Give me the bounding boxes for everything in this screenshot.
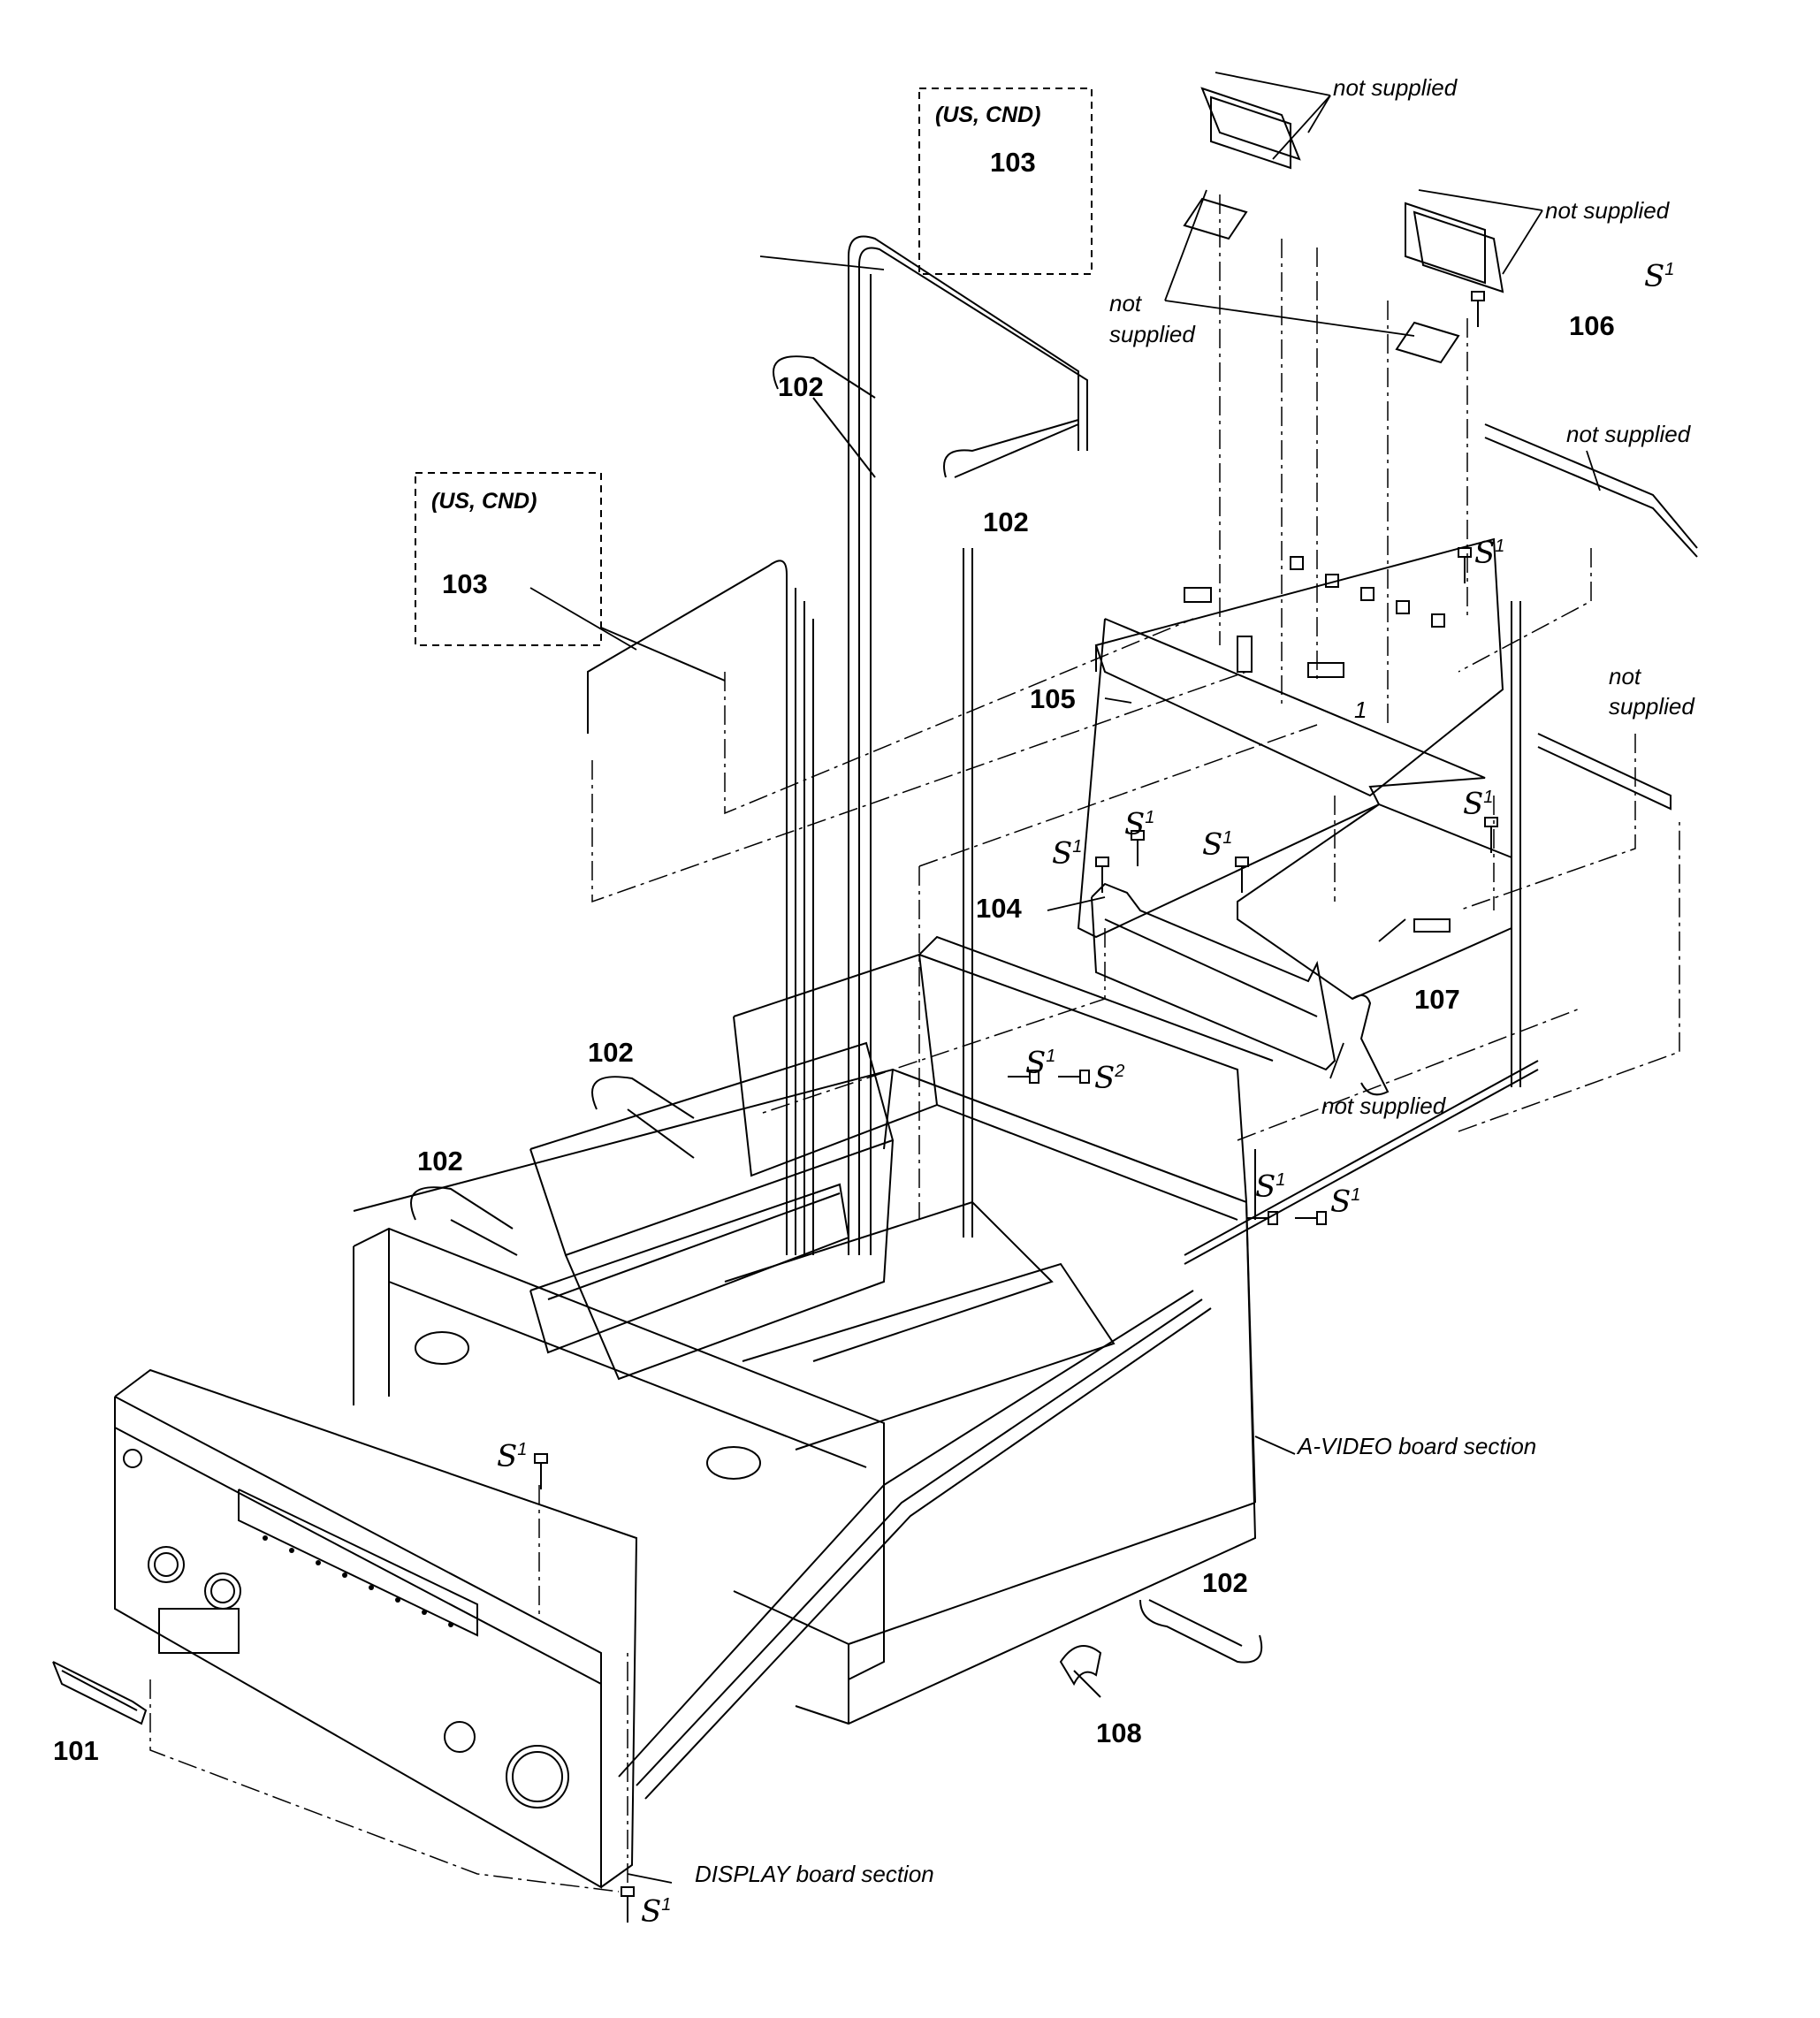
board-105-components: [1184, 556, 1445, 678]
alignment-lines: [149, 194, 1680, 1892]
board-107: [1237, 803, 1512, 1001]
screw-label-s1-c: S1: [1124, 806, 1155, 842]
note-not-supplied-bottom: not supplied: [1321, 1093, 1446, 1119]
a-video-board-section-label: A-VIDEO board section: [1298, 1433, 1537, 1459]
note-not-supplied-heatsink-1: not supplied: [1333, 74, 1458, 101]
note-supplied-1: supplied: [1109, 321, 1195, 347]
screw-label-s1-d: S1: [1052, 835, 1083, 872]
region-label-us-cnd-top: (US, CND): [935, 103, 1041, 127]
part-label-102-d: 102: [417, 1146, 463, 1177]
screw-label-s1-i: S1: [1330, 1184, 1361, 1220]
screws: [534, 291, 1498, 1923]
part-label-103-top: 103: [990, 147, 1036, 178]
part-label-106: 106: [1569, 310, 1615, 341]
part-label-101: 101: [53, 1735, 99, 1766]
note-not-supplied-heatsink-2: not supplied: [1545, 197, 1670, 224]
region-boxes: [415, 88, 1093, 646]
screw-label-s1-f: S1: [1463, 786, 1494, 822]
front-panel: [114, 1368, 638, 1889]
chassis: [353, 935, 1539, 1800]
bracket-104: [1091, 882, 1336, 1071]
note-supplied-2: supplied: [1609, 693, 1694, 720]
screw-label-s1-k: S1: [641, 1893, 672, 1930]
screw-label-s1-h: S1: [1255, 1169, 1286, 1205]
part-label-105: 105: [1030, 683, 1076, 714]
part-label-102-a: 102: [778, 371, 824, 402]
screw-label-s1-b: S1: [1474, 535, 1505, 571]
front-panel-dots: [263, 1535, 453, 1627]
heatsinks: [1183, 87, 1504, 364]
note-one: 1: [1354, 697, 1367, 723]
screw-label-s1-e: S1: [1202, 826, 1233, 863]
part-108-shape: [1059, 1645, 1102, 1698]
part-label-102-b: 102: [983, 506, 1029, 537]
screw-label-s1-a: S1: [1644, 258, 1675, 294]
note-not-2: not: [1609, 663, 1641, 689]
display-board-section-label: DISPLAY board section: [695, 1861, 934, 1887]
screw-label-s1-g: S1: [1025, 1045, 1056, 1081]
part-label-104: 104: [976, 893, 1022, 924]
part-label-107: 107: [1414, 984, 1460, 1015]
part-101-shape: [52, 1661, 148, 1725]
screw-label-s1-j: S1: [497, 1438, 528, 1474]
part-label-108: 108: [1096, 1717, 1142, 1748]
vertical-wires: [587, 235, 1521, 1255]
screw-label-s2: S2: [1094, 1060, 1125, 1096]
right-brackets: [1352, 423, 1698, 1096]
leader-lines: [529, 72, 1601, 1884]
part-label-102-e: 102: [1202, 1567, 1248, 1598]
board-105: [1077, 537, 1504, 939]
note-not-1: not: [1109, 290, 1142, 316]
part-label-102-c: 102: [588, 1037, 634, 1068]
front-frame: [353, 1227, 885, 1680]
region-label-us-cnd-left: (US, CND): [431, 489, 537, 514]
part-label-103-left: 103: [442, 568, 488, 599]
flat-cables: [410, 355, 1263, 1664]
note-not-supplied-bracket: not supplied: [1566, 421, 1691, 447]
